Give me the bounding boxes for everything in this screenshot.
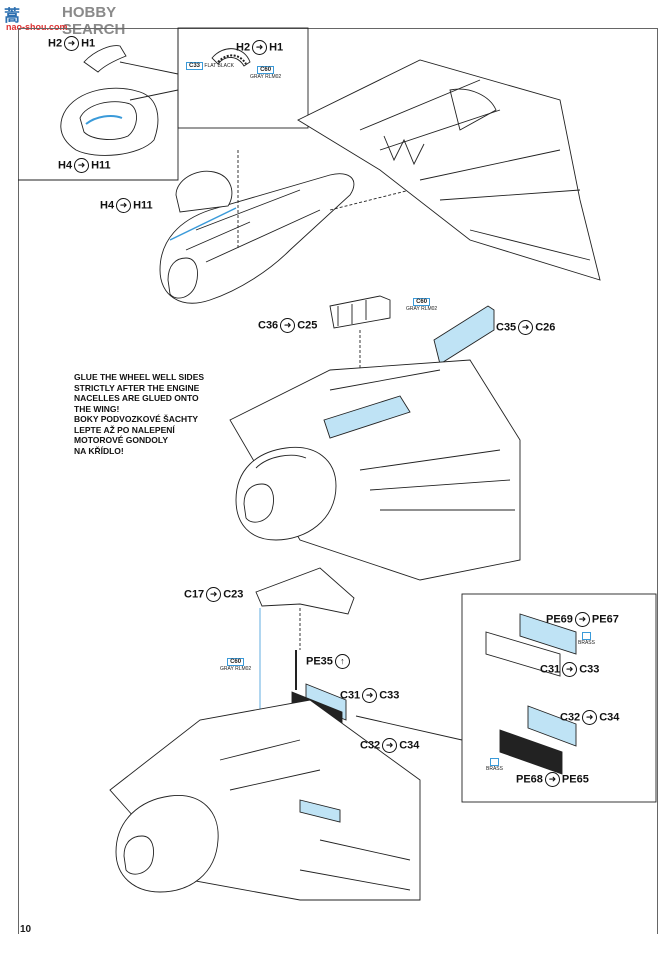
paint-swatch-gray-flap: C60 GRAY RLM02: [220, 658, 251, 672]
paint-name: FLAT BLACK: [204, 63, 234, 69]
paint-code: C60: [227, 658, 245, 666]
paint-swatch-gray-inset: C60 GRAY RLM02: [250, 66, 281, 80]
arrow-replace-icon: ➜: [206, 587, 222, 602]
arrow-replace-icon: ➜: [252, 40, 268, 55]
note-line-en: THE WING!: [74, 403, 120, 414]
arrow-bend-icon: ↑: [334, 654, 350, 669]
paint-name: BRASS: [578, 640, 595, 646]
callout-pe68-pe65: PE68➜PE65: [516, 772, 589, 787]
callout-from: C17: [184, 588, 205, 601]
arrow-replace-icon: ➜: [562, 662, 578, 677]
callout-pe35: PE35↑: [306, 654, 352, 669]
callout-from: PE68: [516, 773, 543, 786]
callout-from: H2: [48, 37, 63, 50]
callout-from: C32: [560, 711, 581, 724]
callout-to: PE67: [591, 613, 619, 626]
watermark: 蒿 HOBBY SEARCH nao-shou.com: [0, 0, 160, 40]
callout-h2-h1-inset: H2➜H1: [236, 40, 283, 55]
callout-from: C35: [496, 321, 517, 334]
arrow-replace-icon: ➜: [582, 710, 598, 725]
watermark-brand: HOBBY SEARCH: [62, 4, 126, 38]
callout-from: PE69: [546, 613, 573, 626]
paint-name: GRAY RLM02: [250, 74, 282, 80]
callout-to: H1: [81, 37, 96, 50]
arrow-replace-icon: ➜: [362, 688, 378, 703]
page-number: 10: [20, 924, 32, 935]
callout-from: PE35: [306, 655, 333, 668]
callout-to: H11: [133, 199, 153, 212]
callout-to: C23: [223, 588, 244, 601]
callout-from: H4: [100, 199, 115, 212]
callout-h4-h11-mid: H4➜H11: [100, 198, 153, 213]
arrow-replace-icon: ➜: [116, 198, 132, 213]
paint-name: BRASS: [486, 766, 503, 772]
paint-code: C60: [413, 298, 431, 306]
callout-from: C31: [540, 663, 561, 676]
callout-to: C34: [599, 711, 620, 724]
note-line-en: GLUE THE WHEEL WELL SIDES: [74, 372, 205, 382]
arrow-replace-icon: ➜: [574, 612, 590, 627]
paint-code: [581, 632, 592, 640]
callout-to: PE65: [561, 773, 589, 786]
arrow-replace-icon: ➜: [74, 158, 90, 173]
callout-c32-c34-inset: C32➜C34: [560, 710, 619, 725]
arrow-replace-icon: ➜: [64, 36, 80, 51]
callout-c31-c33: C31➜C33: [340, 688, 399, 703]
callout-from: H4: [58, 159, 73, 172]
callout-pe69-pe67: PE69➜PE67: [546, 612, 619, 627]
arrow-replace-icon: ➜: [280, 318, 296, 333]
callout-c17-c23: C17➜C23: [184, 587, 243, 602]
watermark-logo: 蒿: [4, 8, 22, 25]
callout-c32-c34: C32➜C34: [360, 738, 419, 753]
note-line-cz: NA KŘÍDLO!: [74, 445, 124, 456]
paint-swatch-gray-wheelwell: C60 GRAY RLM02: [406, 298, 437, 312]
callout-to: C33: [379, 689, 400, 702]
paint-code: C33: [186, 62, 204, 70]
note-line-cz: MOTOROVÉ GONDOLY: [74, 435, 168, 445]
callout-from: H2: [236, 41, 251, 54]
callout-to: C33: [579, 663, 600, 676]
callout-from: C36: [258, 319, 279, 332]
callout-to: H1: [269, 41, 284, 54]
callout-to: C25: [297, 319, 318, 332]
paint-code: [489, 758, 500, 766]
paint-swatch-brass-2: BRASS: [486, 758, 503, 772]
paint-name: GRAY RLM02: [220, 666, 252, 672]
callout-to: C34: [399, 739, 420, 752]
callout-to: C26: [535, 321, 556, 334]
watermark-url: nao-shou.com: [6, 22, 68, 32]
arrow-replace-icon: ➜: [518, 320, 534, 335]
paint-swatch-brass-1: BRASS: [578, 632, 595, 646]
callout-h4-h11-left: H4➜H11: [58, 158, 111, 173]
callout-to: H11: [91, 159, 111, 172]
callout-h2-h1: H2➜H1: [48, 36, 95, 51]
note-line-en: STRICTLY AFTER THE ENGINE: [74, 382, 200, 393]
note-line-cz: LEPTE AŽ PO NALEPENÍ: [74, 424, 175, 435]
callout-from: C31: [340, 689, 361, 702]
note-line-cz: BOKY PODVOZKOVÉ ŠACHTY: [74, 414, 199, 424]
callout-c31-c33-inset: C31➜C33: [540, 662, 599, 677]
callout-from: C32: [360, 739, 381, 752]
callout-c36-c25: C36➜C25: [258, 318, 317, 333]
arrow-replace-icon: ➜: [382, 738, 398, 753]
paint-code: C60: [257, 66, 275, 74]
note-line-en: NACELLES ARE GLUED ONTO: [74, 393, 199, 403]
assembly-note: GLUE THE WHEEL WELL SIDES STRICTLY AFTER…: [74, 372, 204, 456]
arrow-replace-icon: ➜: [544, 772, 560, 787]
paint-name: GRAY RLM02: [406, 306, 438, 312]
callout-c35-c26: C35➜C26: [496, 320, 555, 335]
paint-swatch-flat-black: C33 FLAT BLACK: [186, 62, 234, 70]
page-frame: [18, 28, 658, 934]
